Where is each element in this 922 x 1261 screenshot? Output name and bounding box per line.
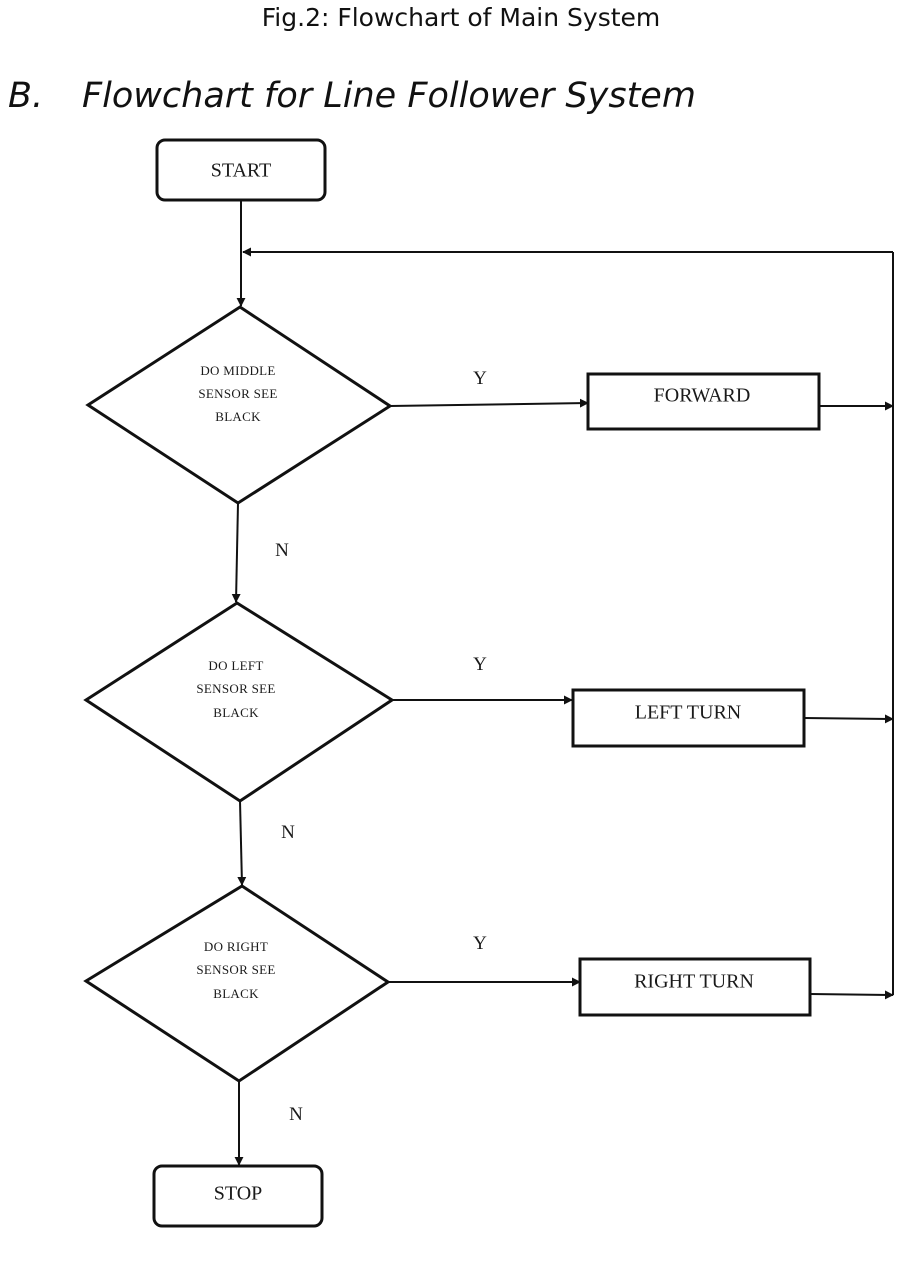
decision-right-line-3: BLACK (213, 986, 259, 1001)
connector-middle-yes (389, 398, 589, 408)
left-turn-process (571, 688, 806, 748)
no-label-middle: N (275, 540, 289, 561)
section-title: Flowchart for Line Follower System (82, 76, 696, 116)
forward-label: FORWARD (654, 385, 751, 407)
yes-label-middle: Y (473, 368, 487, 389)
decision-middle-line-1: DO MIDDLE (200, 363, 275, 378)
decision-middle-line-2: SENSOR SEE (198, 386, 277, 401)
decision-right-line-1: DO RIGHT (204, 939, 268, 954)
decision-right-line-2: SENSOR SEE (196, 962, 275, 977)
no-label-right: N (289, 1104, 303, 1125)
forward-process (586, 372, 821, 431)
right-turn-process (578, 957, 812, 1017)
no-label-left: N (281, 822, 295, 843)
start-label: START (211, 160, 272, 182)
connector-right-turn-out (809, 990, 894, 1000)
right-turn-label: RIGHT TURN (634, 971, 754, 993)
decision-left-line-3: BLACK (213, 705, 259, 720)
stop-terminal (152, 1164, 324, 1228)
decision-left-sensor (83, 601, 395, 803)
decision-left-line-1: DO LEFT (208, 658, 263, 673)
section-heading: B. Flowchart for Line Follower System (8, 76, 696, 116)
decision-right-sensor (83, 884, 391, 1083)
yes-label-right: Y (473, 933, 487, 954)
decision-middle-line-3: BLACK (215, 409, 261, 424)
connector-middle-no (231, 502, 241, 603)
figure-caption: Fig.2: Flowchart of Main System (261, 3, 661, 32)
decision-middle-sensor (85, 305, 393, 505)
section-number: B. (8, 76, 44, 116)
yes-label-left: Y (473, 654, 487, 675)
connector-left-no (237, 800, 247, 886)
connector-left-turn-out (803, 714, 894, 724)
decision-left-line-2: SENSOR SEE (196, 681, 275, 696)
stop-label: STOP (214, 1183, 263, 1205)
left-turn-label: LEFT TURN (635, 702, 742, 724)
start-terminal (155, 138, 327, 202)
